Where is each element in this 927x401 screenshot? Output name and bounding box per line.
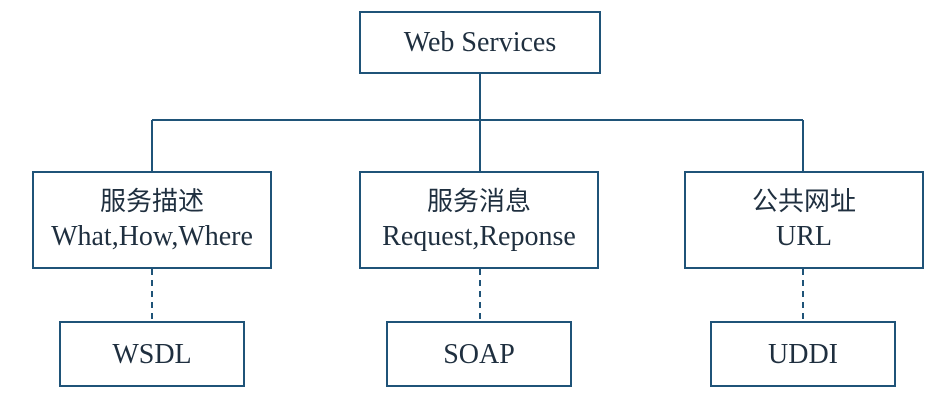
protocol-label: SOAP [443,338,515,370]
protocol-box-uddi: UDDI [710,321,896,387]
category-detail: Request,Reponse [382,220,576,252]
protocol-label: UDDI [768,338,838,370]
protocol-box-wsdl: WSDL [59,321,245,387]
root-box: Web Services [359,11,601,74]
category-title: 服务消息 [426,187,531,218]
protocol-label: WSDL [112,338,192,370]
category-title: 公共网址 [751,187,856,218]
category-detail: URL [776,220,832,252]
category-box-description: 服务描述 What,How,Where [32,171,272,269]
category-box-url: 公共网址 URL [684,171,924,269]
category-title: 服务描述 [99,187,204,218]
protocol-box-soap: SOAP [386,321,572,387]
root-label: Web Services [403,27,557,58]
category-box-message: 服务消息 Request,Reponse [359,171,599,269]
category-detail: What,How,Where [51,220,253,252]
